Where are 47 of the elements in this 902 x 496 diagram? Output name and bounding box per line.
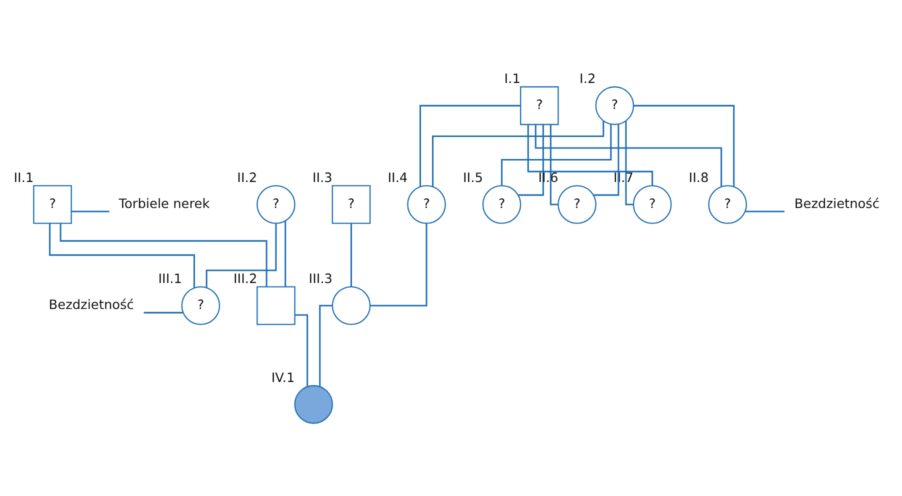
connector <box>143 312 182 314</box>
node-label: II.1 <box>13 170 34 186</box>
node-circle <box>331 286 370 326</box>
node-label: I.2 <box>579 72 596 88</box>
connector <box>549 124 558 206</box>
node-box: ? <box>32 185 72 224</box>
node-circle: ? <box>406 185 446 224</box>
connector <box>633 104 734 186</box>
node-circle <box>294 385 332 424</box>
node-label: II.4 <box>387 170 408 186</box>
connector <box>370 224 427 306</box>
node-text: Bezdzietność <box>48 298 134 313</box>
connector <box>205 224 276 288</box>
node-label: II.2 <box>236 170 257 186</box>
node-label: II.8 <box>688 170 708 186</box>
node-label: IV.1 <box>270 370 294 386</box>
node-label: I.1 <box>504 72 520 88</box>
connector <box>432 120 604 187</box>
node-circle: ? <box>632 185 672 224</box>
connector <box>59 224 267 287</box>
node-circle: ? <box>594 86 634 126</box>
connector <box>350 224 352 287</box>
connector <box>745 210 784 212</box>
connector <box>70 210 109 212</box>
node-box: ? <box>520 86 558 126</box>
node-text: Torbiele nerek <box>118 196 210 212</box>
connector <box>592 124 619 196</box>
node-box <box>256 286 295 326</box>
node-label: III.1 <box>158 272 182 288</box>
node-label: III.2 <box>233 272 257 288</box>
node-circle: ? <box>708 185 746 224</box>
connector <box>534 124 722 187</box>
node-circle: ? <box>482 185 521 224</box>
node-circle: ? <box>180 286 220 326</box>
connector <box>284 221 286 286</box>
node-circle: ? <box>256 185 295 224</box>
node-label: III.3 <box>308 272 332 288</box>
connector <box>48 223 194 288</box>
node-text: Bezdzietność <box>794 196 880 212</box>
connector <box>500 124 612 186</box>
connector <box>624 121 633 206</box>
node-label: II.3 <box>312 170 332 186</box>
node-box: ? <box>331 185 370 224</box>
connector <box>518 124 544 196</box>
connector <box>418 104 520 186</box>
node-circle: ? <box>557 185 596 224</box>
node-label: II.5 <box>462 170 482 186</box>
